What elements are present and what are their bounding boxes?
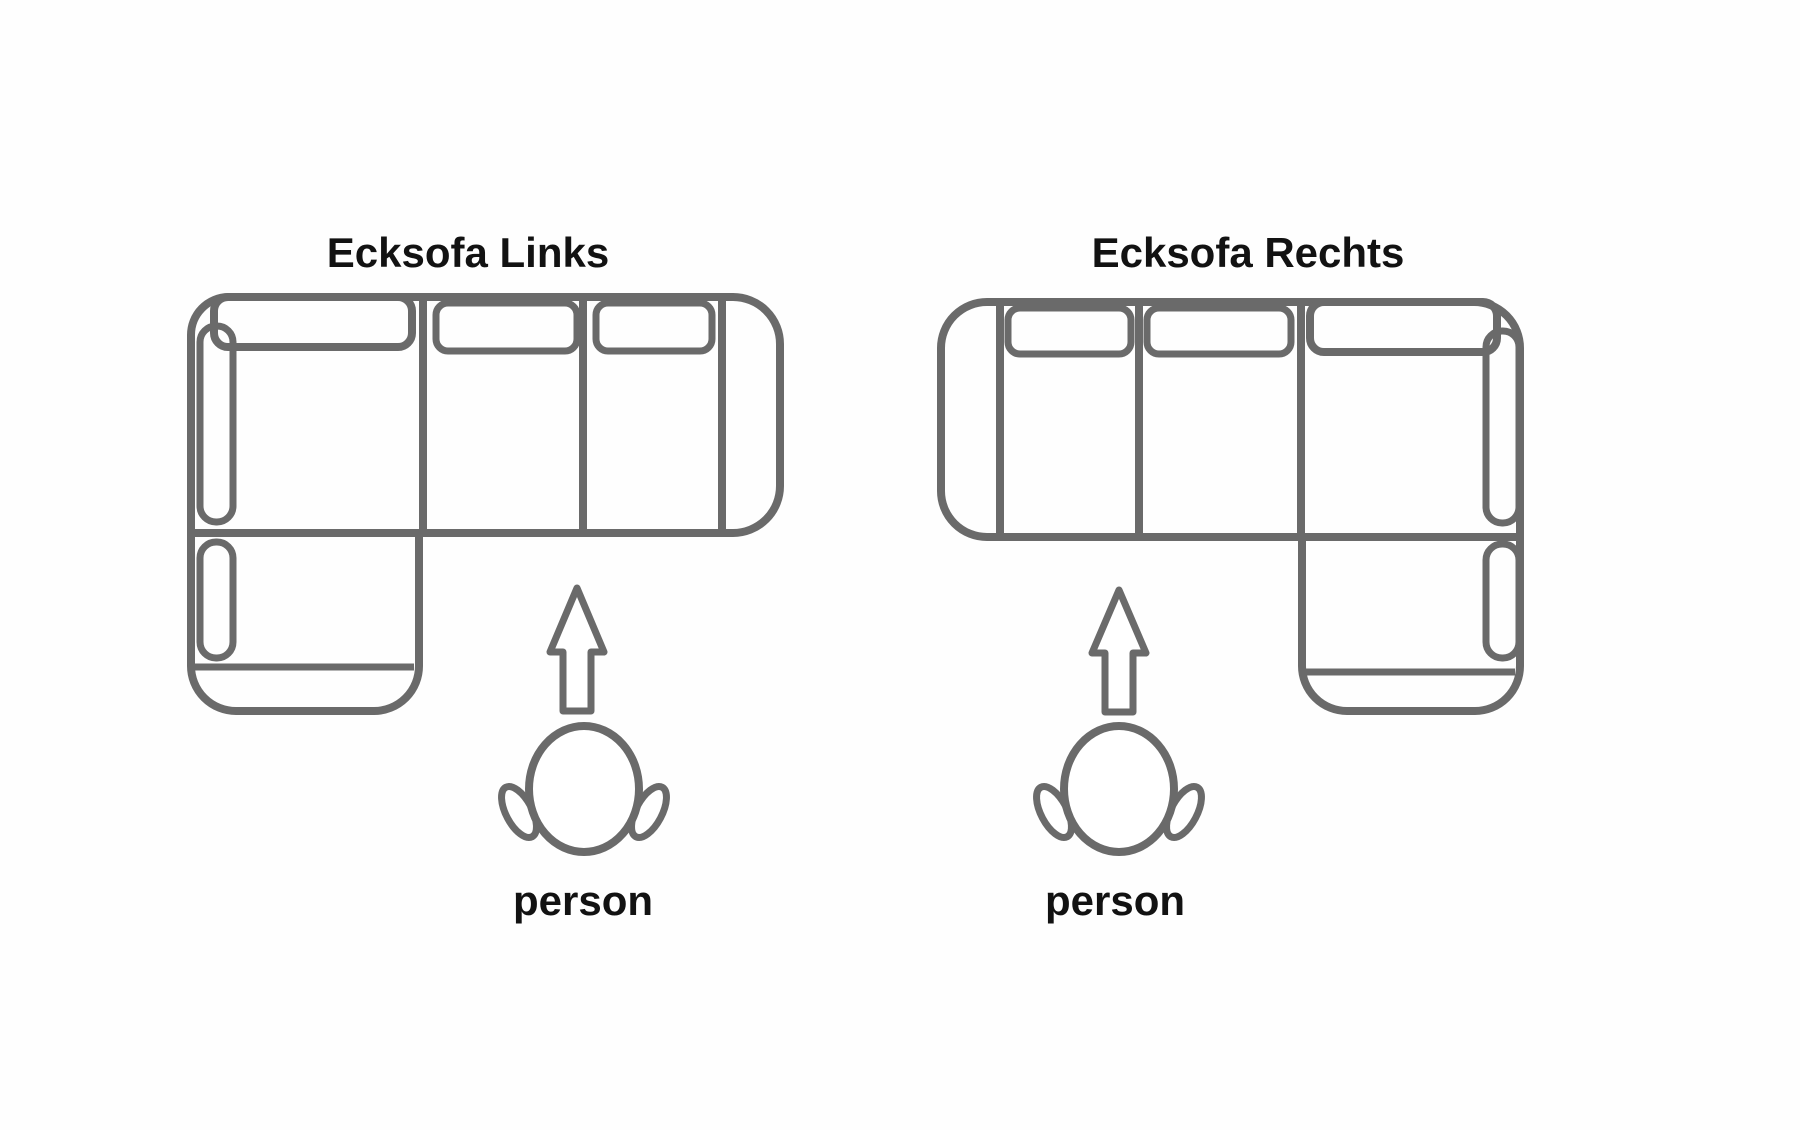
sofa-left-back-cushion-1 [210,293,416,351]
arrow-up-icon-left [546,584,608,715]
sofa-right-back-cushion-3 [1306,298,1501,356]
person-right-head [1060,722,1178,856]
arrow-up-icon-right [1088,586,1150,716]
sofa-right-back-cushion-1 [1004,304,1135,358]
sofa-right-outline [937,298,1524,715]
person-figure-left [498,722,670,856]
person-figure-right [1033,722,1205,856]
title-ecksofa-rechts: Ecksofa Rechts [1092,229,1405,276]
sofa-right-back-cushion-2 [1143,304,1295,358]
sofa-left-outline [187,293,784,715]
person-label-right: person [1045,877,1185,924]
sofa-right-diagram [937,298,1524,715]
person-label-left: person [513,877,653,924]
sofa-left-diagram [187,293,784,715]
sofa-left-armrest-pad-lower [196,538,237,662]
sofa-right-armrest-pad-lower [1482,540,1523,662]
title-ecksofa-links: Ecksofa Links [327,229,609,276]
sofa-left-armrest-pad-upper [196,322,237,526]
sofa-left-back-cushion-3 [592,299,716,355]
sofa-left-back-cushion-2 [432,299,581,355]
person-left-head [525,722,643,856]
sofa-right-armrest-pad-upper [1482,327,1523,527]
